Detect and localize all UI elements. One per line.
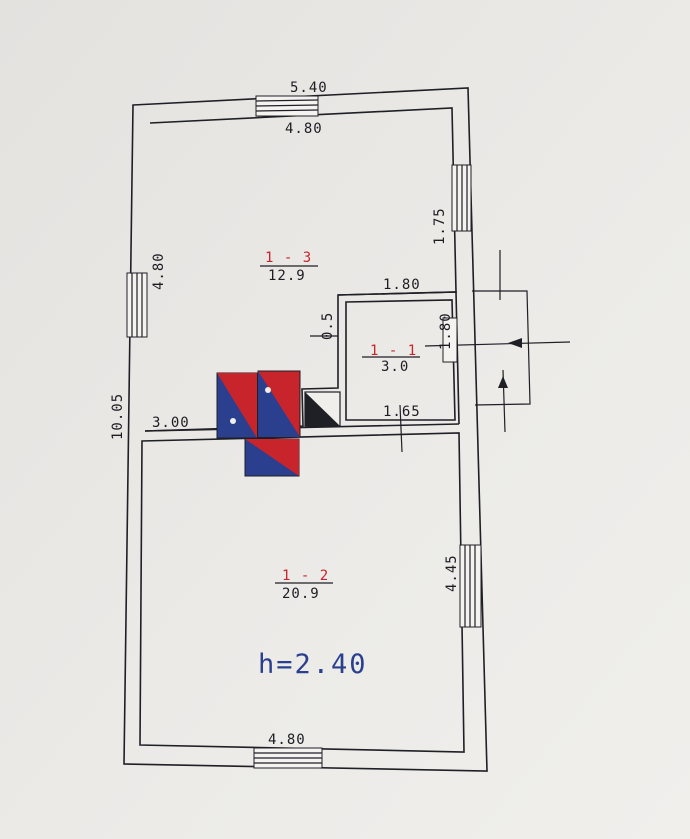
ceiling-height-note: h=2.40: [258, 649, 368, 680]
chimney-block: [304, 391, 341, 427]
dim-right-upper: 1.75: [432, 207, 448, 245]
dim-bottom: 4.80: [268, 732, 306, 748]
window-right-lower: [459, 544, 482, 628]
entrance-arrow-head: [508, 338, 522, 348]
room-1-2-area: 20.9: [282, 586, 320, 602]
partition-wall-line: [144, 423, 460, 432]
window-vestibule: [442, 317, 458, 363]
upper-room-inner-wall: [144, 107, 457, 432]
dim-top-outer: 5.40: [290, 80, 328, 96]
dim-partition: 3.00: [152, 415, 190, 431]
stove-block-right: [257, 370, 301, 438]
porch-arrow-head: [498, 376, 508, 388]
dim-top-inner: 4.80: [285, 121, 323, 137]
stove-block-left: [216, 372, 258, 439]
dim-left-outer: 10.05: [110, 393, 126, 440]
window-bottom: [253, 747, 323, 769]
dim-right-lower: 4.45: [444, 554, 460, 592]
window-left: [126, 272, 148, 338]
room-1-2-number: 1 - 2: [282, 568, 329, 584]
vestibule-walls: [337, 291, 460, 425]
dim-left-upper: 4.80: [151, 252, 167, 290]
outer-wall-outline: [123, 87, 488, 772]
door-tick: [399, 404, 403, 453]
dim-vestibule-right: 1.80: [438, 312, 454, 350]
window-top: [255, 95, 319, 117]
dim-vestibule-left: 0.5: [320, 312, 336, 340]
dim-vestibule-bottom: 1.65: [383, 404, 421, 420]
room-1-1-number: 1 - 1: [370, 343, 417, 359]
window-right-upper: [451, 164, 472, 232]
dim-vestibule-top: 1.80: [383, 277, 421, 293]
lower-room-inner-wall: [139, 432, 465, 753]
room-1-3-area: 12.9: [268, 268, 306, 284]
stove-block-lower: [244, 438, 300, 477]
room-1-3-number: 1 - 3: [265, 250, 312, 266]
room-1-1-area: 3.0: [381, 359, 409, 375]
